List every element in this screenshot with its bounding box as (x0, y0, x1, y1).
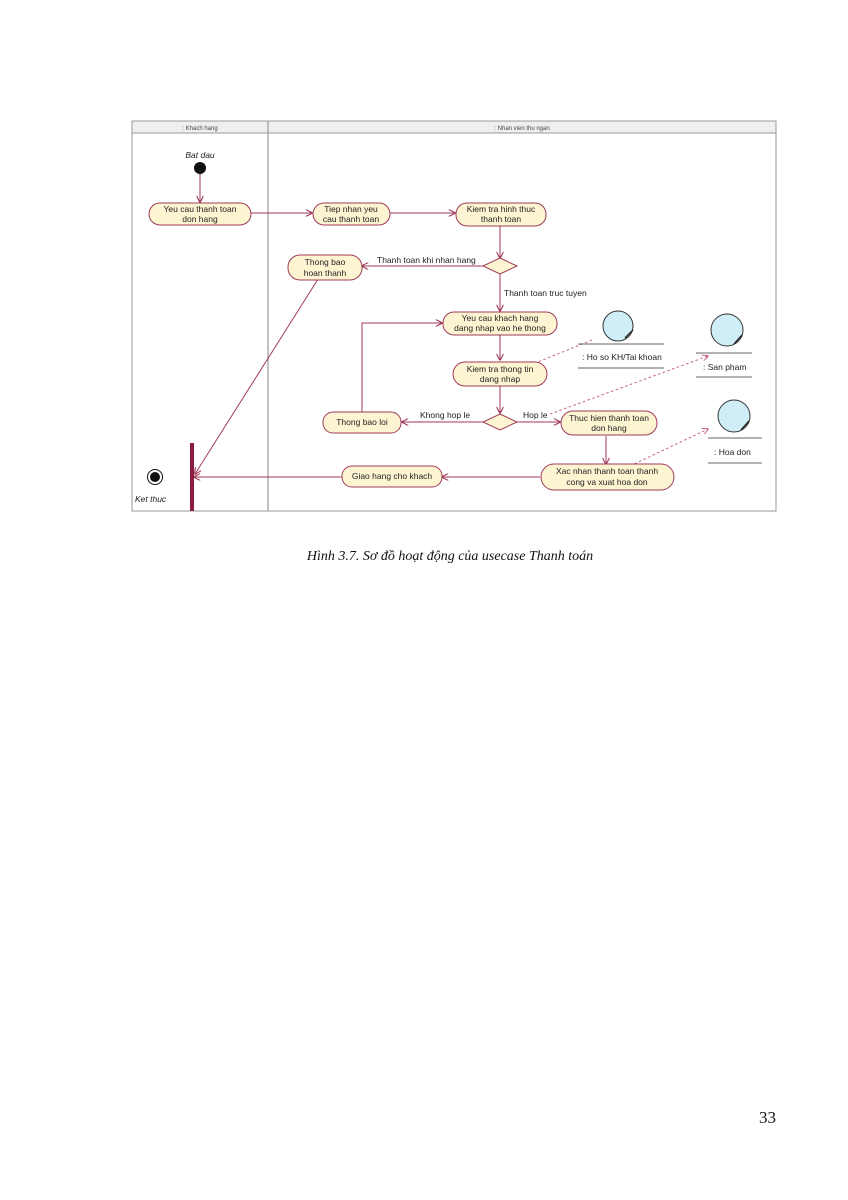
activity-label: Yeu cau thanh toan (164, 204, 237, 214)
activity-label: Giao hang cho khach (352, 471, 433, 481)
activity-kiem-tra-hinh-thuc: Kiem tra hinh thuc thanh toan (455, 202, 547, 227)
activity-label: cau thanh toan (323, 214, 380, 224)
decision-login-valid (481, 413, 519, 431)
activity-thong-bao-hoan-thanh: Thong bao hoan thanh (287, 254, 363, 281)
edges (194, 174, 606, 477)
start-node: Bat dau (185, 150, 215, 174)
swimlanes: : Khach hang : Nhan vien thu ngan (131, 120, 777, 512)
decision-payment-method (481, 257, 519, 275)
end-node: Ket thuc (135, 469, 167, 504)
entity-label: : Ho so KH/Tai khoan (582, 352, 662, 362)
activity-label: Thong bao (305, 257, 346, 267)
entity-label: : San pham (703, 362, 746, 372)
start-label: Bat dau (185, 150, 215, 160)
activity-label: Yeu cau khach hang (462, 313, 539, 323)
activity-yeu-cau-dang-nhap: Yeu cau khach hang dang nhap vao he thon… (442, 311, 558, 336)
activity-thuc-hien-thanh-toan: Thuc hien thanh toan don hang (560, 410, 658, 436)
activity-giao-hang: Giao hang cho khach (341, 465, 443, 488)
sync-bar (190, 443, 194, 511)
activity-label: thanh toan (481, 214, 521, 224)
activity-label: Thong bao loi (336, 417, 388, 427)
activity-label: hoan thanh (304, 268, 347, 278)
activity-diagram: : Khach hang : Nhan vien thu ngan (131, 120, 777, 512)
activity-yeu-cau-thanh-toan: Yeu cau thanh toan don hang (148, 202, 252, 226)
edge-label-thanh-toan-khi-nhan-hang: Thanh toan khi nhan hang (377, 255, 476, 265)
activity-label: dang nhap (480, 374, 520, 384)
edge-label-khong-hop-le: Khong hop le (420, 410, 470, 420)
activity-tiep-nhan: Tiep nhan yeu cau thanh toan (312, 202, 391, 226)
end-label: Ket thuc (135, 494, 167, 504)
activity-kiem-tra-dang-nhap: Kiem tra thong tin dang nhap (452, 361, 548, 387)
lane-nhan-vien: : Nhan vien thu ngan (494, 126, 549, 132)
activity-thong-bao-loi: Thong bao loi (322, 411, 402, 434)
edge-label-thanh-toan-truc-tuyen: Thanh toan truc tuyen (504, 288, 587, 298)
page-number: 33 (759, 1108, 776, 1127)
entity-ho-so-kh: : Ho so KH/Tai khoan (578, 310, 664, 369)
activity-label: cong va xuat hoa don (566, 477, 648, 487)
activity-label: Tiep nhan yeu (324, 204, 378, 214)
activity-label: Xac nhan thanh toan thanh (556, 466, 658, 476)
activity-label: don hang (182, 214, 218, 224)
entity-san-pham: : San pham (696, 313, 752, 378)
activity-label: Thuc hien thanh toan (569, 413, 649, 423)
entity-label: : Hoa don (714, 447, 751, 457)
entity-hoa-don: : Hoa don (708, 399, 762, 464)
lane-khach-hang: : Khach hang (182, 126, 217, 132)
figure-caption: Hình 3.7. Sơ đồ hoạt động của usecase Th… (306, 549, 594, 564)
edge-label-hop-le: Hop le (523, 410, 548, 420)
activity-label: dang nhap vao he thong (454, 323, 546, 333)
activity-xac-nhan: Xac nhan thanh toan thanh cong va xuat h… (540, 463, 675, 491)
activity-label: don hang (591, 423, 627, 433)
activity-label: Kiem tra hinh thuc (467, 204, 536, 214)
activity-label: Kiem tra thong tin (467, 364, 534, 374)
